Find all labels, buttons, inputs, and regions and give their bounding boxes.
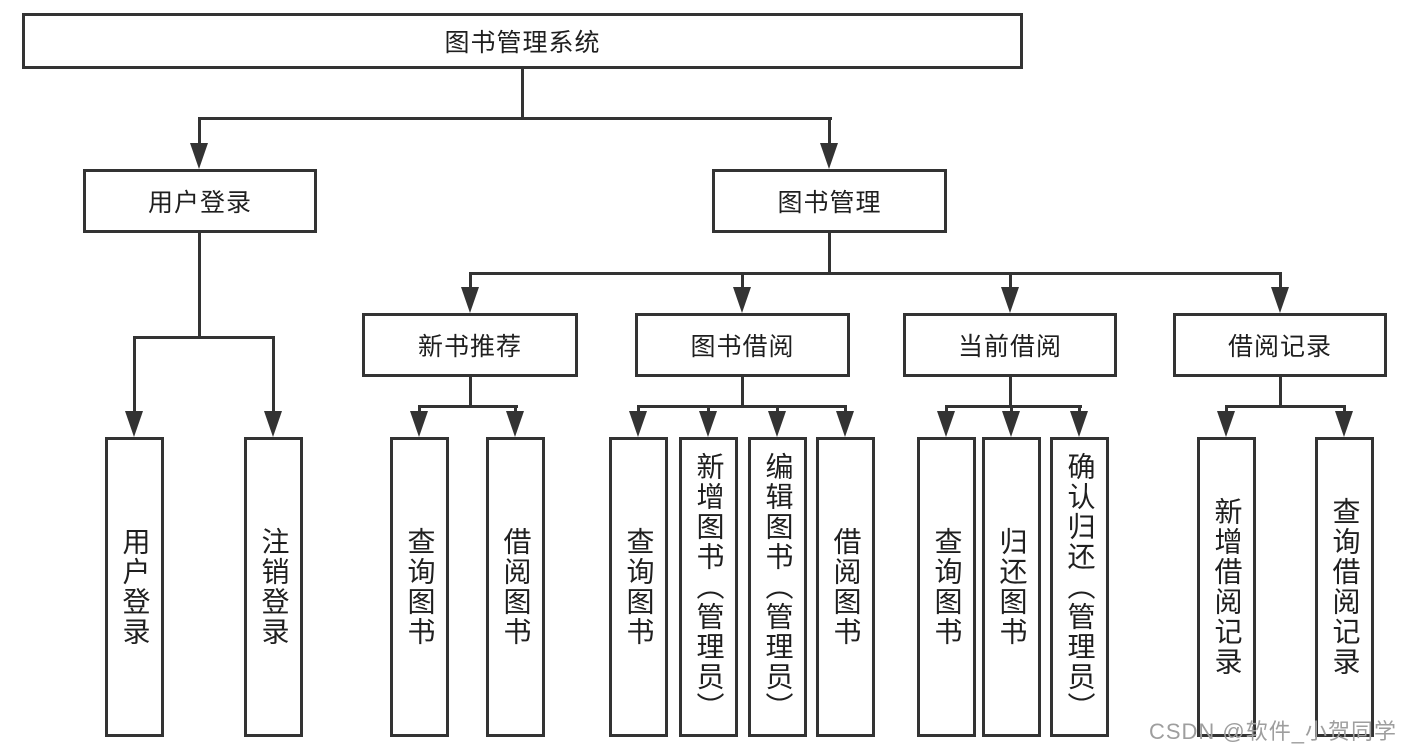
node-book-management: 图书管理 — [712, 169, 947, 233]
edge-bookmgmt-arm — [1009, 272, 1012, 289]
edge-bookmgmt-stem — [828, 233, 831, 274]
leaf-query-borrow-record-label: 查询借阅记录 — [1329, 497, 1361, 677]
leaf-user-login: 用户登录 — [105, 437, 164, 737]
node-current-borrowing-label: 当前借阅 — [957, 333, 1062, 361]
edge-borrowing-crossbar — [637, 405, 847, 408]
leaf-query-books-recommend-label: 查询图书 — [404, 527, 436, 647]
leaf-query-books-current: 查询图书 — [917, 437, 976, 737]
edge-records-arm — [1343, 405, 1346, 415]
leaf-edit-book-admin: 编辑图书（管理员） — [748, 437, 807, 737]
edge-recommend-arm — [418, 405, 421, 415]
edge-current-stem — [1009, 377, 1012, 408]
leaf-add-book-admin-label: 新增图书（管理员） — [693, 452, 725, 722]
csdn-watermark: CSDN @软件_小贺同学 — [1148, 719, 1397, 744]
edge-root-crossbar — [198, 117, 832, 120]
edge-borrowing-arm — [844, 405, 847, 415]
node-book-borrowing: 图书借阅 — [635, 313, 850, 377]
leaf-add-borrow-record-label: 新增借阅记录 — [1211, 497, 1243, 677]
edge-current-arm — [1078, 405, 1081, 415]
node-book-borrowing-label: 图书借阅 — [690, 333, 795, 361]
edge-current-arm — [945, 405, 948, 415]
edge-userlogin-crossbar — [133, 336, 275, 339]
arrow-down-icon — [699, 411, 717, 437]
arrow-down-icon — [125, 411, 143, 437]
edge-borrowing-arm — [776, 405, 779, 415]
edge-current-crossbar — [945, 405, 1082, 408]
node-library-system: 图书管理系统 — [22, 13, 1023, 69]
edge-borrowing-arm — [637, 405, 640, 415]
node-book-management-label: 图书管理 — [777, 189, 882, 217]
node-current-borrowing: 当前借阅 — [903, 313, 1117, 377]
node-user-login: 用户登录 — [83, 169, 317, 233]
edge-root-arm-right — [828, 117, 831, 145]
edge-records-crossbar — [1225, 405, 1346, 408]
node-borrowing-records-label: 借阅记录 — [1227, 333, 1332, 361]
edge-borrowing-arm — [707, 405, 710, 415]
arrow-down-icon — [190, 143, 208, 169]
edge-recommend-crossbar — [418, 405, 518, 408]
node-borrowing-records: 借阅记录 — [1173, 313, 1387, 377]
edge-bookmgmt-crossbar — [469, 272, 1282, 275]
leaf-user-login-label: 用户登录 — [119, 527, 151, 647]
edge-bookmgmt-arm — [469, 272, 472, 289]
leaf-query-books-current-label: 查询图书 — [931, 527, 963, 647]
arrow-down-icon — [820, 143, 838, 169]
leaf-borrow-books-recommend-label: 借阅图书 — [500, 527, 532, 647]
arrow-down-icon — [836, 411, 854, 437]
edge-current-arm — [1010, 405, 1013, 415]
leaf-add-borrow-record: 新增借阅记录 — [1197, 437, 1256, 737]
arrow-down-icon — [1002, 411, 1020, 437]
leaf-logout: 注销登录 — [244, 437, 303, 737]
edge-recommend-stem — [469, 377, 472, 408]
node-new-book-recommend: 新书推荐 — [362, 313, 578, 377]
node-library-system-label: 图书管理系统 — [444, 29, 601, 57]
leaf-query-books-recommend: 查询图书 — [390, 437, 449, 737]
leaf-edit-book-admin-label: 编辑图书（管理员） — [762, 452, 794, 722]
leaf-query-books-borrowing: 查询图书 — [609, 437, 668, 737]
edge-root-stem — [521, 69, 524, 117]
leaf-return-books-label: 归还图书 — [996, 527, 1028, 647]
leaf-confirm-return-admin-label: 确认归还（管理员） — [1064, 452, 1096, 722]
leaf-return-books: 归还图书 — [982, 437, 1041, 737]
leaf-logout-label: 注销登录 — [258, 527, 290, 647]
edge-borrowing-stem — [741, 377, 744, 408]
arrow-down-icon — [1271, 287, 1289, 313]
leaf-confirm-return-admin: 确认归还（管理员） — [1050, 437, 1109, 737]
arrow-down-icon — [768, 411, 786, 437]
leaf-borrow-books-borrowing-label: 借阅图书 — [830, 527, 862, 647]
arrow-down-icon — [629, 411, 647, 437]
edge-root-arm-left — [198, 117, 201, 145]
arrow-down-icon — [461, 287, 479, 313]
node-user-login-label: 用户登录 — [147, 189, 252, 217]
edge-bookmgmt-arm — [1279, 272, 1282, 289]
edge-records-stem — [1279, 377, 1282, 408]
arrow-down-icon — [264, 411, 282, 437]
arrow-down-icon — [1335, 411, 1353, 437]
edge-recommend-arm — [514, 405, 517, 415]
edge-bookmgmt-arm — [741, 272, 744, 289]
arrow-down-icon — [1217, 411, 1235, 437]
arrow-down-icon — [1070, 411, 1088, 437]
edge-userlogin-arm — [133, 336, 136, 413]
arrow-down-icon — [410, 411, 428, 437]
node-new-book-recommend-label: 新书推荐 — [417, 333, 522, 361]
leaf-query-borrow-record: 查询借阅记录 — [1315, 437, 1374, 737]
arrow-down-icon — [506, 411, 524, 437]
leaf-add-book-admin: 新增图书（管理员） — [679, 437, 738, 737]
arrow-down-icon — [1001, 287, 1019, 313]
leaf-query-books-borrowing-label: 查询图书 — [623, 527, 655, 647]
leaf-borrow-books-borrowing: 借阅图书 — [816, 437, 875, 737]
leaf-borrow-books-recommend: 借阅图书 — [486, 437, 545, 737]
arrow-down-icon — [733, 287, 751, 313]
edge-userlogin-arm — [272, 336, 275, 413]
edge-records-arm — [1225, 405, 1228, 415]
arrow-down-icon — [937, 411, 955, 437]
edge-userlogin-stem — [198, 233, 201, 336]
